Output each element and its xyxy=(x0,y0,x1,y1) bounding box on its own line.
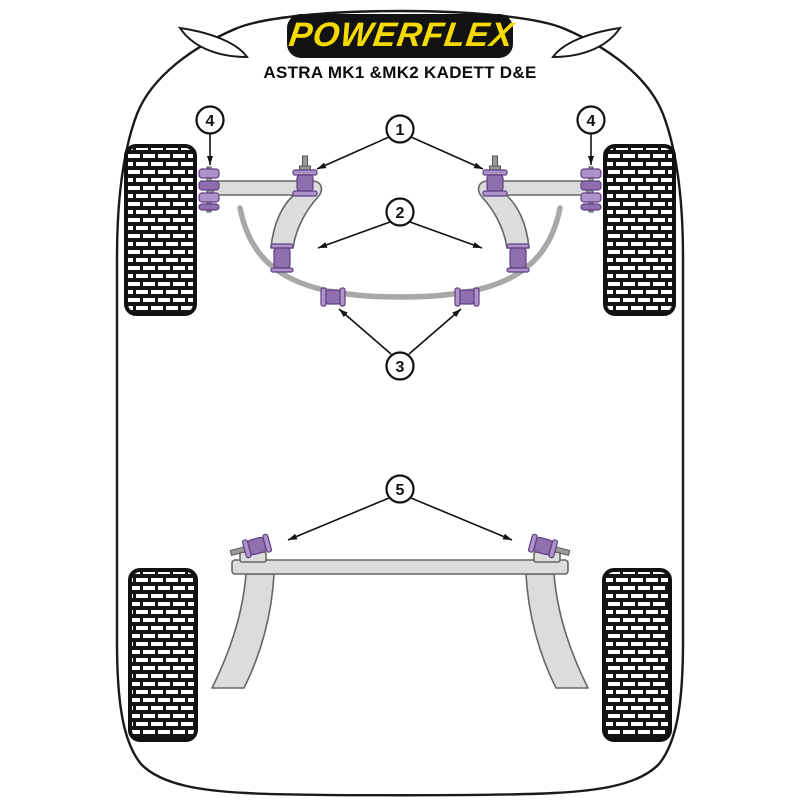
arb-bushing-left-icon xyxy=(320,287,346,307)
callout-4-left-label: 4 xyxy=(206,113,215,130)
arrow-2-left xyxy=(317,221,391,249)
callout-4-right-label: 4 xyxy=(587,113,596,130)
arrow-3-right xyxy=(408,308,462,355)
lower-arm-bushing-left-icon xyxy=(270,243,294,273)
callout-4-left: 4 xyxy=(195,105,225,135)
tire-rear-left xyxy=(128,568,198,742)
powerflex-logo: POWERFLEX xyxy=(287,14,518,58)
tire-front-right xyxy=(603,144,676,316)
anti-roll-bar xyxy=(237,205,563,300)
callout-2-label: 2 xyxy=(396,205,405,222)
model-subtitle: ASTRA MK1 &MK2 KADETT D&E xyxy=(263,63,536,82)
arrow-1-right xyxy=(410,136,484,170)
callout-1: 1 xyxy=(385,114,415,144)
callout-5-label: 5 xyxy=(396,482,405,499)
arrow-1-left xyxy=(316,136,390,170)
tire-rear-right xyxy=(602,568,672,742)
side-bushing-right-icon xyxy=(580,166,602,213)
logo-text: POWERFLEX xyxy=(287,16,518,54)
callout-2: 2 xyxy=(385,197,415,227)
arrow-3-left xyxy=(338,308,392,355)
callout-3: 3 xyxy=(385,351,415,381)
callout-4-right: 4 xyxy=(576,105,606,135)
callout-1-label: 1 xyxy=(396,122,405,139)
arrow-5-left xyxy=(287,497,390,541)
arrow-2-right xyxy=(409,221,483,249)
rear-beam xyxy=(231,559,569,575)
logo-plate xyxy=(287,14,513,58)
callout-5: 5 xyxy=(385,474,415,504)
tire-front-left xyxy=(124,144,197,316)
arb-bushing-right-icon xyxy=(454,287,480,307)
lower-arm-bushing-right-icon xyxy=(506,243,530,273)
arrow-5-right xyxy=(410,497,513,541)
callout-3-label: 3 xyxy=(396,359,405,376)
side-bushing-left-icon xyxy=(198,166,220,213)
